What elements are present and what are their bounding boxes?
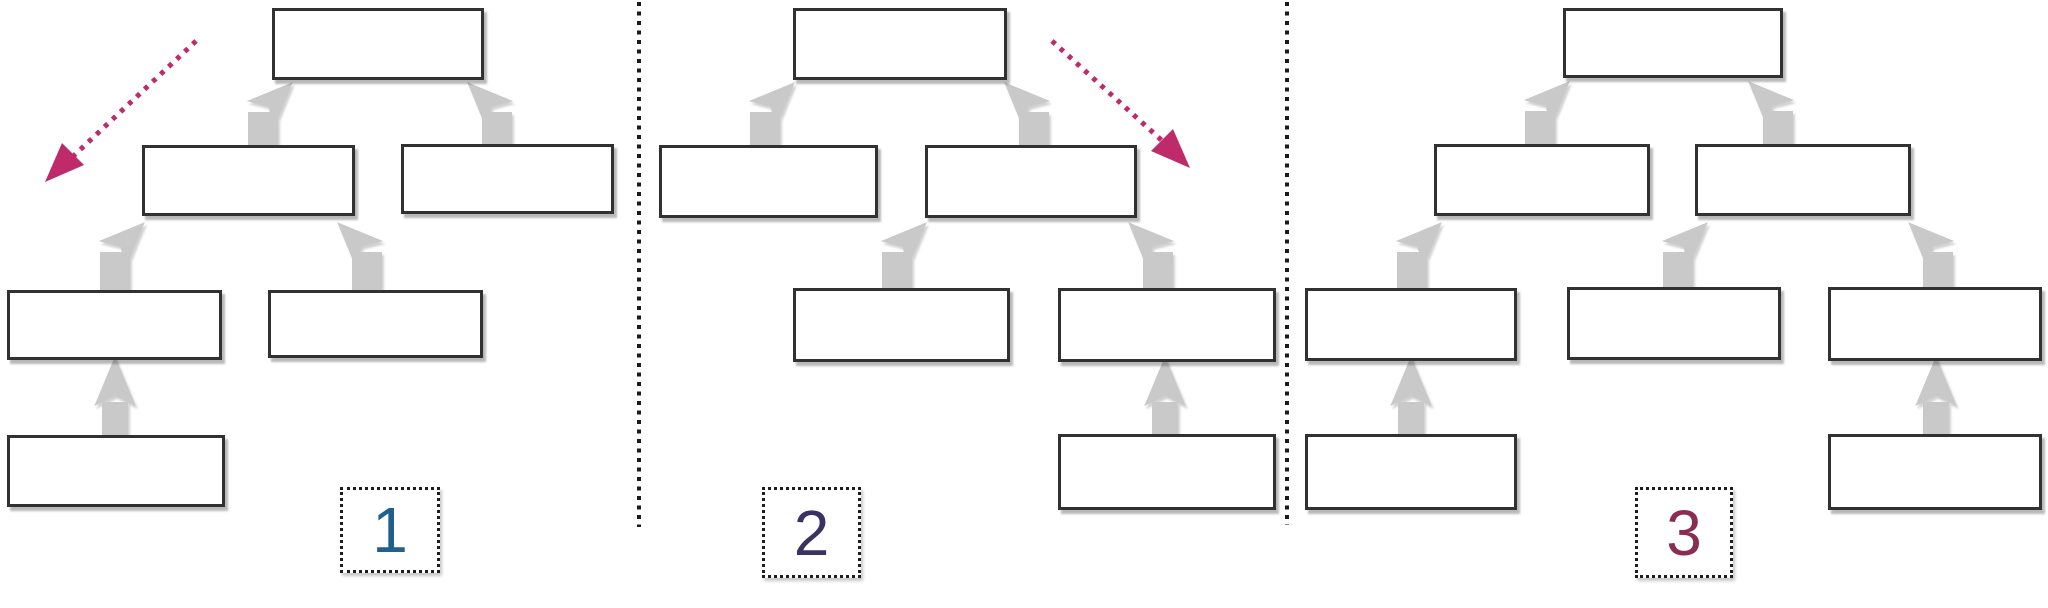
panel-1-number: 1 (372, 494, 408, 566)
panel-3-number-badge: 3 (1635, 487, 1733, 578)
p1-mid-right-box (401, 144, 614, 214)
p3-mid-right-box (1695, 144, 1911, 216)
p3-top-box (1563, 8, 1783, 78)
p3-low-mid-box (1567, 287, 1781, 360)
p2-mid-left-box (659, 145, 878, 218)
p3-low-right-box (1828, 287, 2042, 361)
panel-3-number: 3 (1666, 496, 1702, 569)
p3-bottom-right-box (1828, 434, 2042, 510)
annotation-arrow-2-head (1151, 129, 1190, 168)
panel-2-number-badge: 2 (762, 487, 861, 578)
annotation-arrow-1-line (64, 39, 198, 165)
p3-mid-left-box (1434, 144, 1650, 216)
panel-1-number-badge: 1 (340, 487, 440, 573)
panel-2-number: 2 (793, 496, 830, 569)
p1-mid-left-box (142, 145, 355, 216)
p3-bottom-left-box (1305, 434, 1517, 510)
p2-low-right-box (1058, 288, 1276, 362)
p1-top-box (272, 8, 484, 80)
up-arrow-connectors (94, 81, 1957, 438)
annotation-arrow-down-left (45, 39, 198, 182)
annotation-arrow-2-line (1050, 39, 1170, 148)
p1-low-right-box (268, 290, 483, 358)
p2-top-box (793, 8, 1007, 80)
p2-mid-right-box (925, 145, 1137, 218)
p1-bottom-box (7, 435, 225, 507)
annotation-arrow-down-right (1050, 39, 1190, 168)
p1-low-left-box (7, 290, 222, 360)
p2-low-left-box (793, 288, 1010, 362)
p3-low-left-box (1305, 288, 1517, 361)
annotation-arrow-1-head (45, 143, 84, 182)
p2-bottom-box (1058, 434, 1276, 510)
